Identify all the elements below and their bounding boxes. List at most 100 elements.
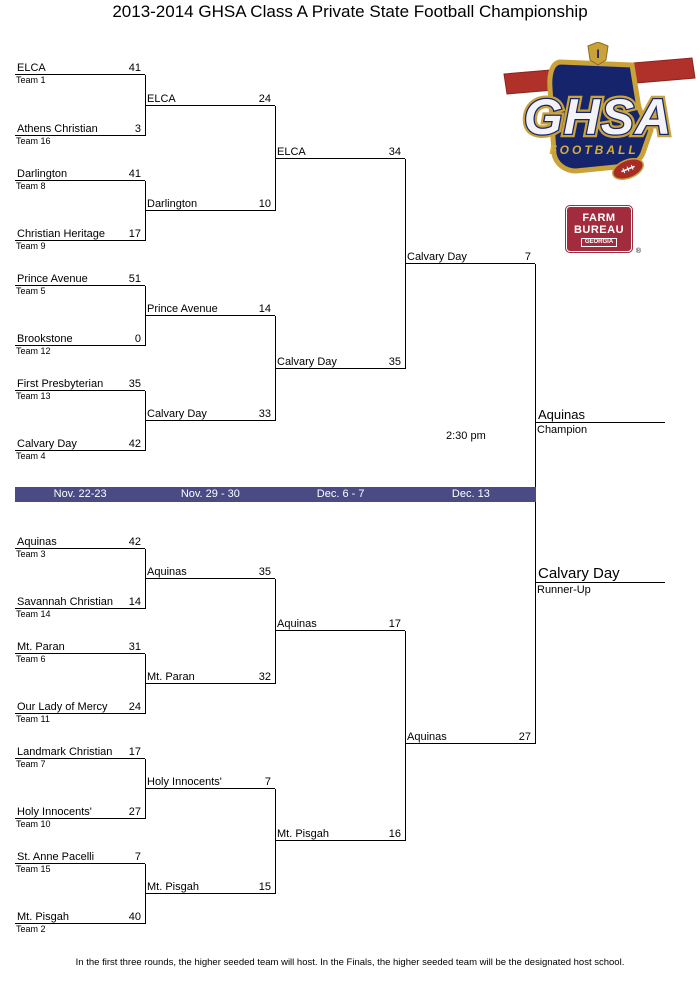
bracket-connector xyxy=(145,759,146,819)
farm-bureau-line1: FARM xyxy=(582,211,616,224)
seed-label: Team 9 xyxy=(16,241,46,251)
team-name: Aquinas xyxy=(407,731,447,743)
bracket-connector xyxy=(405,631,406,841)
team-name: Aquinas xyxy=(277,618,317,630)
ghsa-crest-numeral: I xyxy=(596,47,599,61)
bracket-connector xyxy=(275,789,276,894)
team-score: 14 xyxy=(258,303,271,315)
team-name: Prince Avenue xyxy=(17,273,88,285)
bracket-slot: Mt. Pisgah 15 xyxy=(145,878,275,894)
ghsa-football-logo: I GHSA GHSA FOOTBALL xyxy=(498,41,698,192)
bracket-slot: Aquinas 42 Team 3 xyxy=(15,533,145,560)
team-score: 40 xyxy=(128,911,141,923)
team-score: 17 xyxy=(128,746,141,758)
team-name: Calvary Day xyxy=(277,356,337,368)
bracket-connector xyxy=(145,286,146,346)
bracket-slot: Landmark Christian 17 Team 7 xyxy=(15,743,145,770)
bracket-slot: Mt. Paran 32 xyxy=(145,668,275,684)
team-name: Christian Heritage xyxy=(17,228,106,240)
team-score: 17 xyxy=(128,228,141,240)
team-score: 7 xyxy=(524,251,531,263)
bracket-connector xyxy=(405,159,406,369)
bracket-connector xyxy=(145,549,146,609)
seed-label: Team 16 xyxy=(16,136,51,146)
bracket-slot: Prince Avenue 14 xyxy=(145,300,275,316)
team-name: Mt. Pisgah xyxy=(277,828,329,840)
team-name: Holy Innocents' xyxy=(147,776,222,788)
team-score: 7 xyxy=(264,776,271,788)
match-line: Prince Avenue 51 xyxy=(15,270,145,286)
bracket-slot: ELCA 41 Team 1 xyxy=(15,59,145,86)
runner-up-line: Calvary Day xyxy=(536,563,665,583)
seed-label: Team 5 xyxy=(16,286,46,296)
bracket-connector xyxy=(275,316,276,421)
team-name: Calvary Day xyxy=(407,251,467,263)
champion-line: Aquinas xyxy=(536,405,665,423)
team-score: 51 xyxy=(128,273,141,285)
bracket-slot: Our Lady of Mercy 24 Team 11 xyxy=(15,698,145,725)
team-name: ELCA xyxy=(277,146,306,158)
team-name: Athens Christian xyxy=(17,123,98,135)
runner-up-name: Calvary Day xyxy=(538,565,620,582)
champion-slot: Aquinas Champion xyxy=(536,405,665,437)
bracket-slot: ELCA 34 xyxy=(275,143,405,159)
bracket-connector xyxy=(535,264,536,744)
match-line: Our Lady of Mercy 24 xyxy=(15,698,145,714)
bracket-slot: ELCA 24 xyxy=(145,90,275,106)
bracket-slot: Holy Innocents' 27 Team 10 xyxy=(15,803,145,830)
team-score: 0 xyxy=(134,333,141,345)
team-score: 41 xyxy=(128,168,141,180)
seed-label: Team 13 xyxy=(16,391,51,401)
seed-label: Team 6 xyxy=(16,654,46,664)
match-line: Athens Christian 3 xyxy=(15,120,145,136)
team-name: Prince Avenue xyxy=(147,303,218,315)
bracket-connector xyxy=(275,106,276,211)
team-score: 41 xyxy=(128,62,141,74)
match-line: Aquinas 27 xyxy=(405,728,535,744)
team-name: Aquinas xyxy=(17,536,57,548)
ghsa-wordmark: GHSA xyxy=(524,89,672,145)
bracket-connector xyxy=(275,579,276,684)
team-name: ELCA xyxy=(17,62,46,74)
ghsa-logo-graphic: I GHSA GHSA FOOTBALL xyxy=(503,41,696,181)
bracket-connector xyxy=(145,654,146,714)
farm-bureau-logo: FARM BUREAU GEORGIA ® xyxy=(565,205,641,255)
match-line: Aquinas 42 xyxy=(15,533,145,549)
match-line: Christian Heritage 17 xyxy=(15,225,145,241)
ghsa-crest xyxy=(587,41,609,66)
bracket-slot: Aquinas 17 xyxy=(275,615,405,631)
team-name: First Presbyterian xyxy=(17,378,104,390)
team-score: 14 xyxy=(128,596,141,608)
round-date-1: Nov. 22-23 xyxy=(53,488,107,500)
bracket-slot: First Presbyterian 35 Team 13 xyxy=(15,375,145,402)
match-line: ELCA 24 xyxy=(145,90,275,106)
bracket-slot: Calvary Day 33 xyxy=(145,405,275,421)
registered-mark: ® xyxy=(635,248,641,255)
team-score: 42 xyxy=(128,536,141,548)
seed-label: Team 12 xyxy=(16,346,51,356)
team-score: 35 xyxy=(388,356,401,368)
farm-bureau-line2: BUREAU xyxy=(573,223,625,236)
bracket-slot: Darlington 41 Team 8 xyxy=(15,165,145,192)
bracket-slot: Aquinas 35 xyxy=(145,563,275,579)
team-score: 3 xyxy=(134,123,141,135)
match-line: Mt. Paran 32 xyxy=(145,668,275,684)
match-line: Mt. Pisgah 15 xyxy=(145,878,275,894)
match-line: ELCA 41 xyxy=(15,59,145,75)
team-score: 33 xyxy=(258,408,271,420)
bracket-slot: St. Anne Pacelli 7 Team 15 xyxy=(15,848,145,875)
match-line: Calvary Day 7 xyxy=(405,248,535,264)
bracket-slot: Calvary Day 42 Team 4 xyxy=(15,435,145,462)
team-name: Aquinas xyxy=(147,566,187,578)
runner-up-slot: Calvary Day Runner-Up xyxy=(536,563,665,597)
team-name: Savannah Christian xyxy=(17,596,114,608)
match-line: Aquinas 35 xyxy=(145,563,275,579)
team-score: 34 xyxy=(388,146,401,158)
match-line: Mt. Pisgah 40 xyxy=(15,908,145,924)
champion-name: Aquinas xyxy=(538,407,585,422)
team-score: 7 xyxy=(134,851,141,863)
bracket-slot: Athens Christian 3 Team 16 xyxy=(15,120,145,147)
team-score: 16 xyxy=(388,828,401,840)
bracket-connector xyxy=(145,181,146,241)
